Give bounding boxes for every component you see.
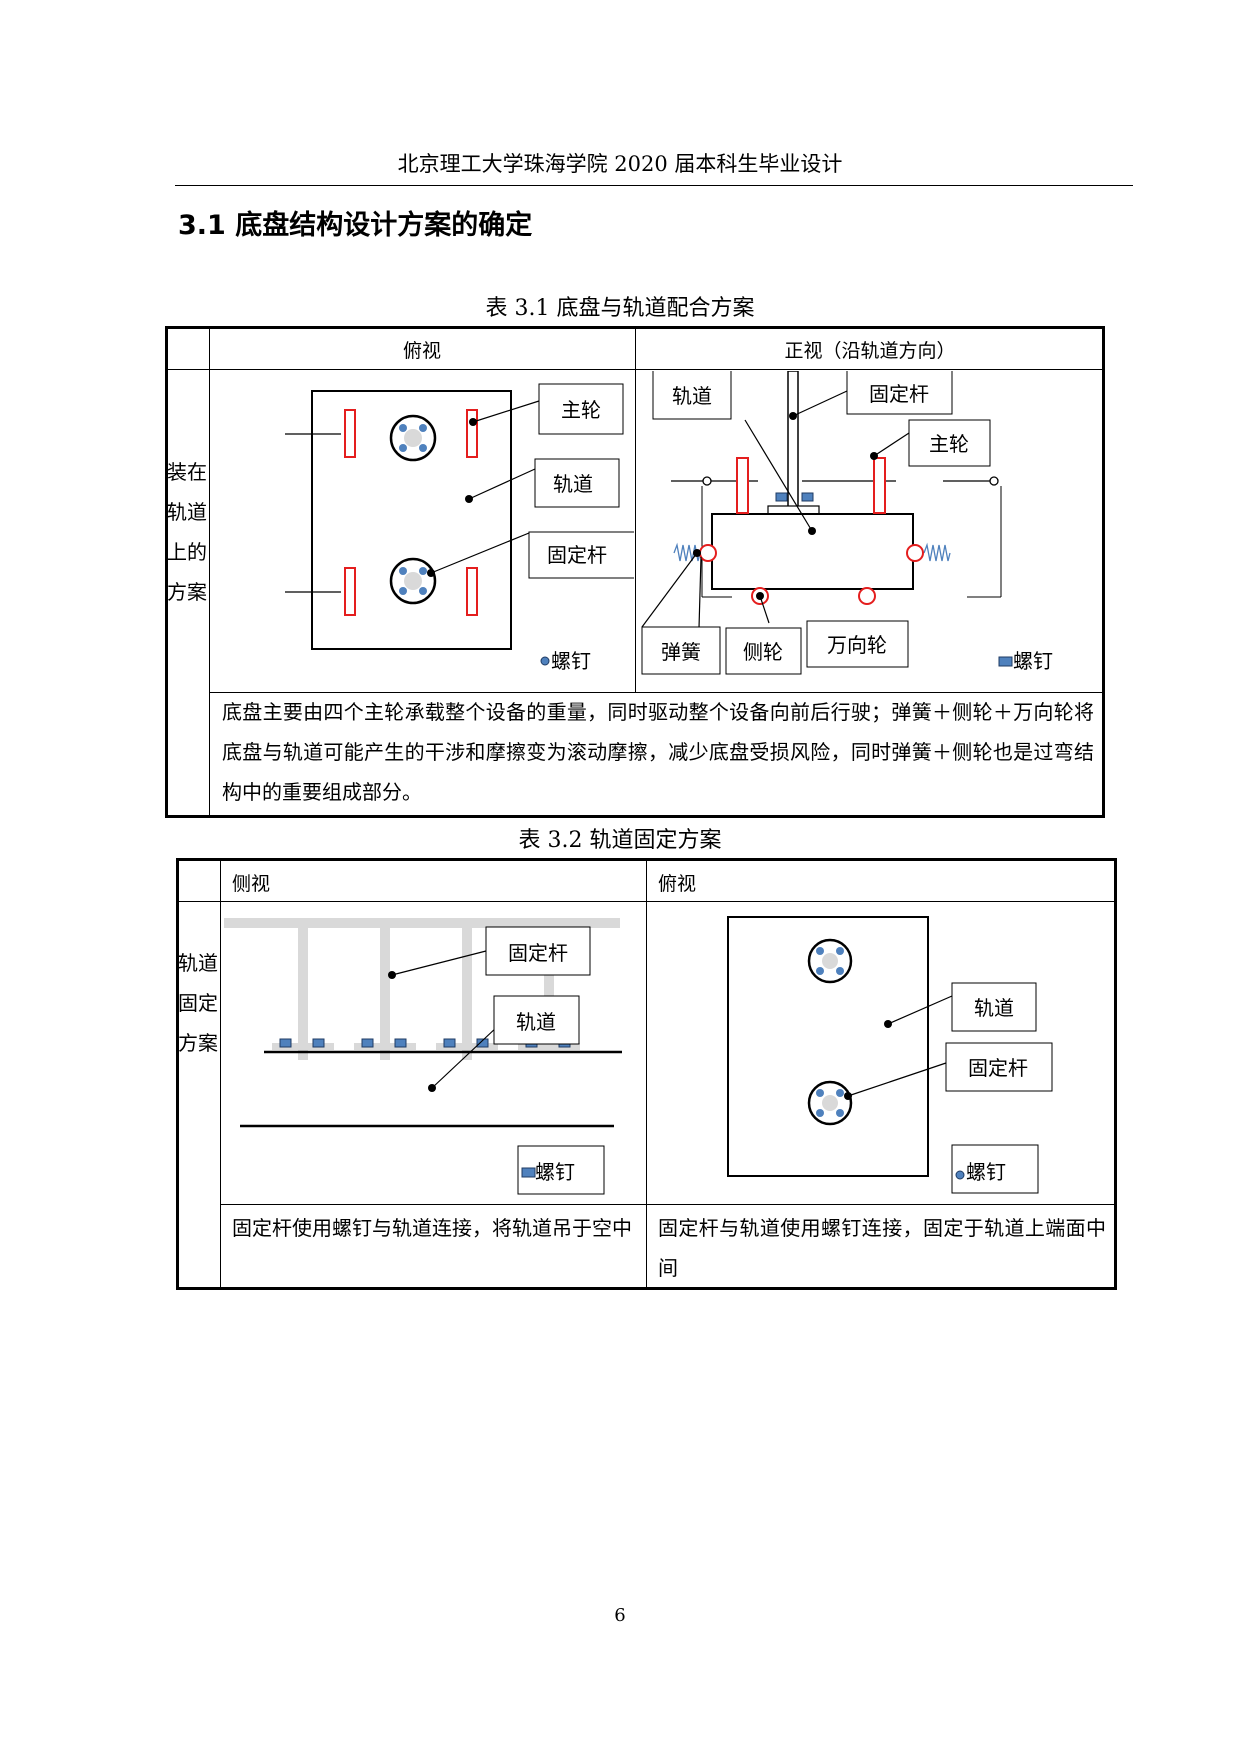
label-box xyxy=(951,1144,1039,1194)
label-main-wheel: 主轮 xyxy=(561,398,601,422)
label-track: 轨道 xyxy=(553,472,593,496)
screw-icon xyxy=(312,1038,325,1048)
label-box xyxy=(951,982,1037,1032)
screw-icon xyxy=(443,1038,456,1048)
label-box xyxy=(485,926,591,976)
table1-divider xyxy=(209,326,210,818)
table2-desc-top: 固定杆与轨道使用螺钉连接，固定于轨道上端面中间 xyxy=(658,1216,1106,1280)
screw-icon xyxy=(394,1038,407,1048)
header-rule xyxy=(175,185,1133,186)
label-fixed-rod: 固定杆 xyxy=(547,543,607,567)
main-wheel xyxy=(873,457,886,514)
section-title: 3.1 底盘结构设计方案的确定 xyxy=(178,210,533,241)
label-box xyxy=(528,531,634,579)
side-wheel xyxy=(906,544,924,562)
table1-header-top-view: 俯视 xyxy=(402,340,441,362)
label-box xyxy=(806,620,909,668)
table2-divider xyxy=(220,858,221,1290)
chassis-top-view-diagram: 主轮 轨道 固定杆 螺钉 xyxy=(285,383,634,673)
fixed-rod xyxy=(380,928,390,1060)
table1-caption: 表 3.1 底盘与轨道配合方案 xyxy=(485,296,755,321)
label-main-wheel: 主轮 xyxy=(929,432,969,456)
table1-divider xyxy=(635,326,636,692)
spring xyxy=(923,542,951,562)
label-box xyxy=(493,995,580,1045)
main-wheel xyxy=(736,457,749,514)
ceiling-beam xyxy=(224,918,620,928)
label-box xyxy=(641,626,721,675)
label-box xyxy=(652,371,732,420)
fixed-rod-mount xyxy=(807,1080,853,1126)
table1-description: 底盘主要由四个主轮承载整个设备的重量，同时驱动整个设备向前后行驶；弹簧＋侧轮＋万… xyxy=(222,700,1094,804)
fixed-rod-mount xyxy=(389,557,437,605)
page-number: 6 xyxy=(614,1605,626,1626)
label-track: 轨道 xyxy=(672,384,712,408)
track-side-view-diagram: 固定杆 轨道 螺钉 xyxy=(224,918,622,1195)
page-header: 北京理工大学珠海学院 2020 届本科生毕业设计 xyxy=(397,152,843,176)
chassis-body xyxy=(711,513,914,590)
main-wheel xyxy=(344,409,356,458)
label-box xyxy=(538,383,624,435)
label-screw: 螺钉 xyxy=(535,1160,575,1184)
label-spring: 弹簧 xyxy=(661,640,701,664)
label-screw: 螺钉 xyxy=(551,649,591,673)
table2-header-top-view: 俯视 xyxy=(658,873,697,895)
label-box xyxy=(846,371,953,415)
table2-desc-side: 固定杆使用螺钉与轨道连接，将轨道吊于空中 xyxy=(232,1216,632,1240)
chassis-outline xyxy=(311,390,512,650)
label-side-wheel: 侧轮 xyxy=(743,640,783,664)
screw-icon xyxy=(998,656,1013,667)
screw-icon xyxy=(775,492,788,502)
screw-icon xyxy=(476,1038,489,1048)
label-box xyxy=(725,627,802,675)
screw-icon xyxy=(540,656,550,666)
screw-icon xyxy=(955,1170,965,1180)
universal-wheel xyxy=(858,587,876,605)
main-wheel xyxy=(466,567,478,616)
table2-divider xyxy=(646,858,647,1290)
label-universal-wheel: 万向轮 xyxy=(827,633,887,657)
table1-divider xyxy=(165,369,1105,370)
track-top-view-diagram: 轨道 固定杆 螺钉 xyxy=(727,916,1053,1194)
screw-icon xyxy=(361,1038,374,1048)
fixed-rod-mount xyxy=(389,414,437,462)
screw-icon xyxy=(521,1167,536,1178)
label-box xyxy=(908,419,991,467)
table1-header-front-view: 正视（沿轨道方向） xyxy=(784,340,956,362)
main-wheel xyxy=(344,567,356,616)
table2-caption: 表 3.2 轨道固定方案 xyxy=(518,828,722,853)
screw-icon xyxy=(279,1038,292,1048)
fixed-rod xyxy=(298,928,308,1060)
fixed-rod xyxy=(787,371,799,512)
label-track: 轨道 xyxy=(516,1010,556,1034)
label-fixed-rod: 固定杆 xyxy=(508,941,568,965)
label-fixed-rod: 固定杆 xyxy=(968,1056,1028,1080)
screw-icon xyxy=(801,492,814,502)
chassis-front-view-diagram: 轨道 固定杆 主轮 弹簧 侧轮 万向轮 螺钉 xyxy=(641,371,1053,675)
table2-row-label: 轨道固定方案 xyxy=(178,951,218,1055)
fixed-rod-mount xyxy=(807,938,853,984)
label-fixed-rod: 固定杆 xyxy=(869,382,929,406)
table1-divider xyxy=(209,692,1105,693)
label-screw: 螺钉 xyxy=(1013,649,1053,673)
fixed-rod xyxy=(462,928,472,1060)
side-wheel xyxy=(699,544,717,562)
track-outline xyxy=(727,916,929,1177)
table2-divider xyxy=(220,1204,1117,1205)
label-screw: 螺钉 xyxy=(966,1160,1006,1184)
table1-row-label: 装在轨道上的方案 xyxy=(167,460,207,604)
label-box xyxy=(534,458,620,508)
label-box xyxy=(945,1042,1053,1092)
label-track: 轨道 xyxy=(974,996,1014,1020)
main-wheel xyxy=(466,409,478,458)
table2-header-side-view: 侧视 xyxy=(232,873,271,895)
table2-divider xyxy=(176,901,1117,902)
